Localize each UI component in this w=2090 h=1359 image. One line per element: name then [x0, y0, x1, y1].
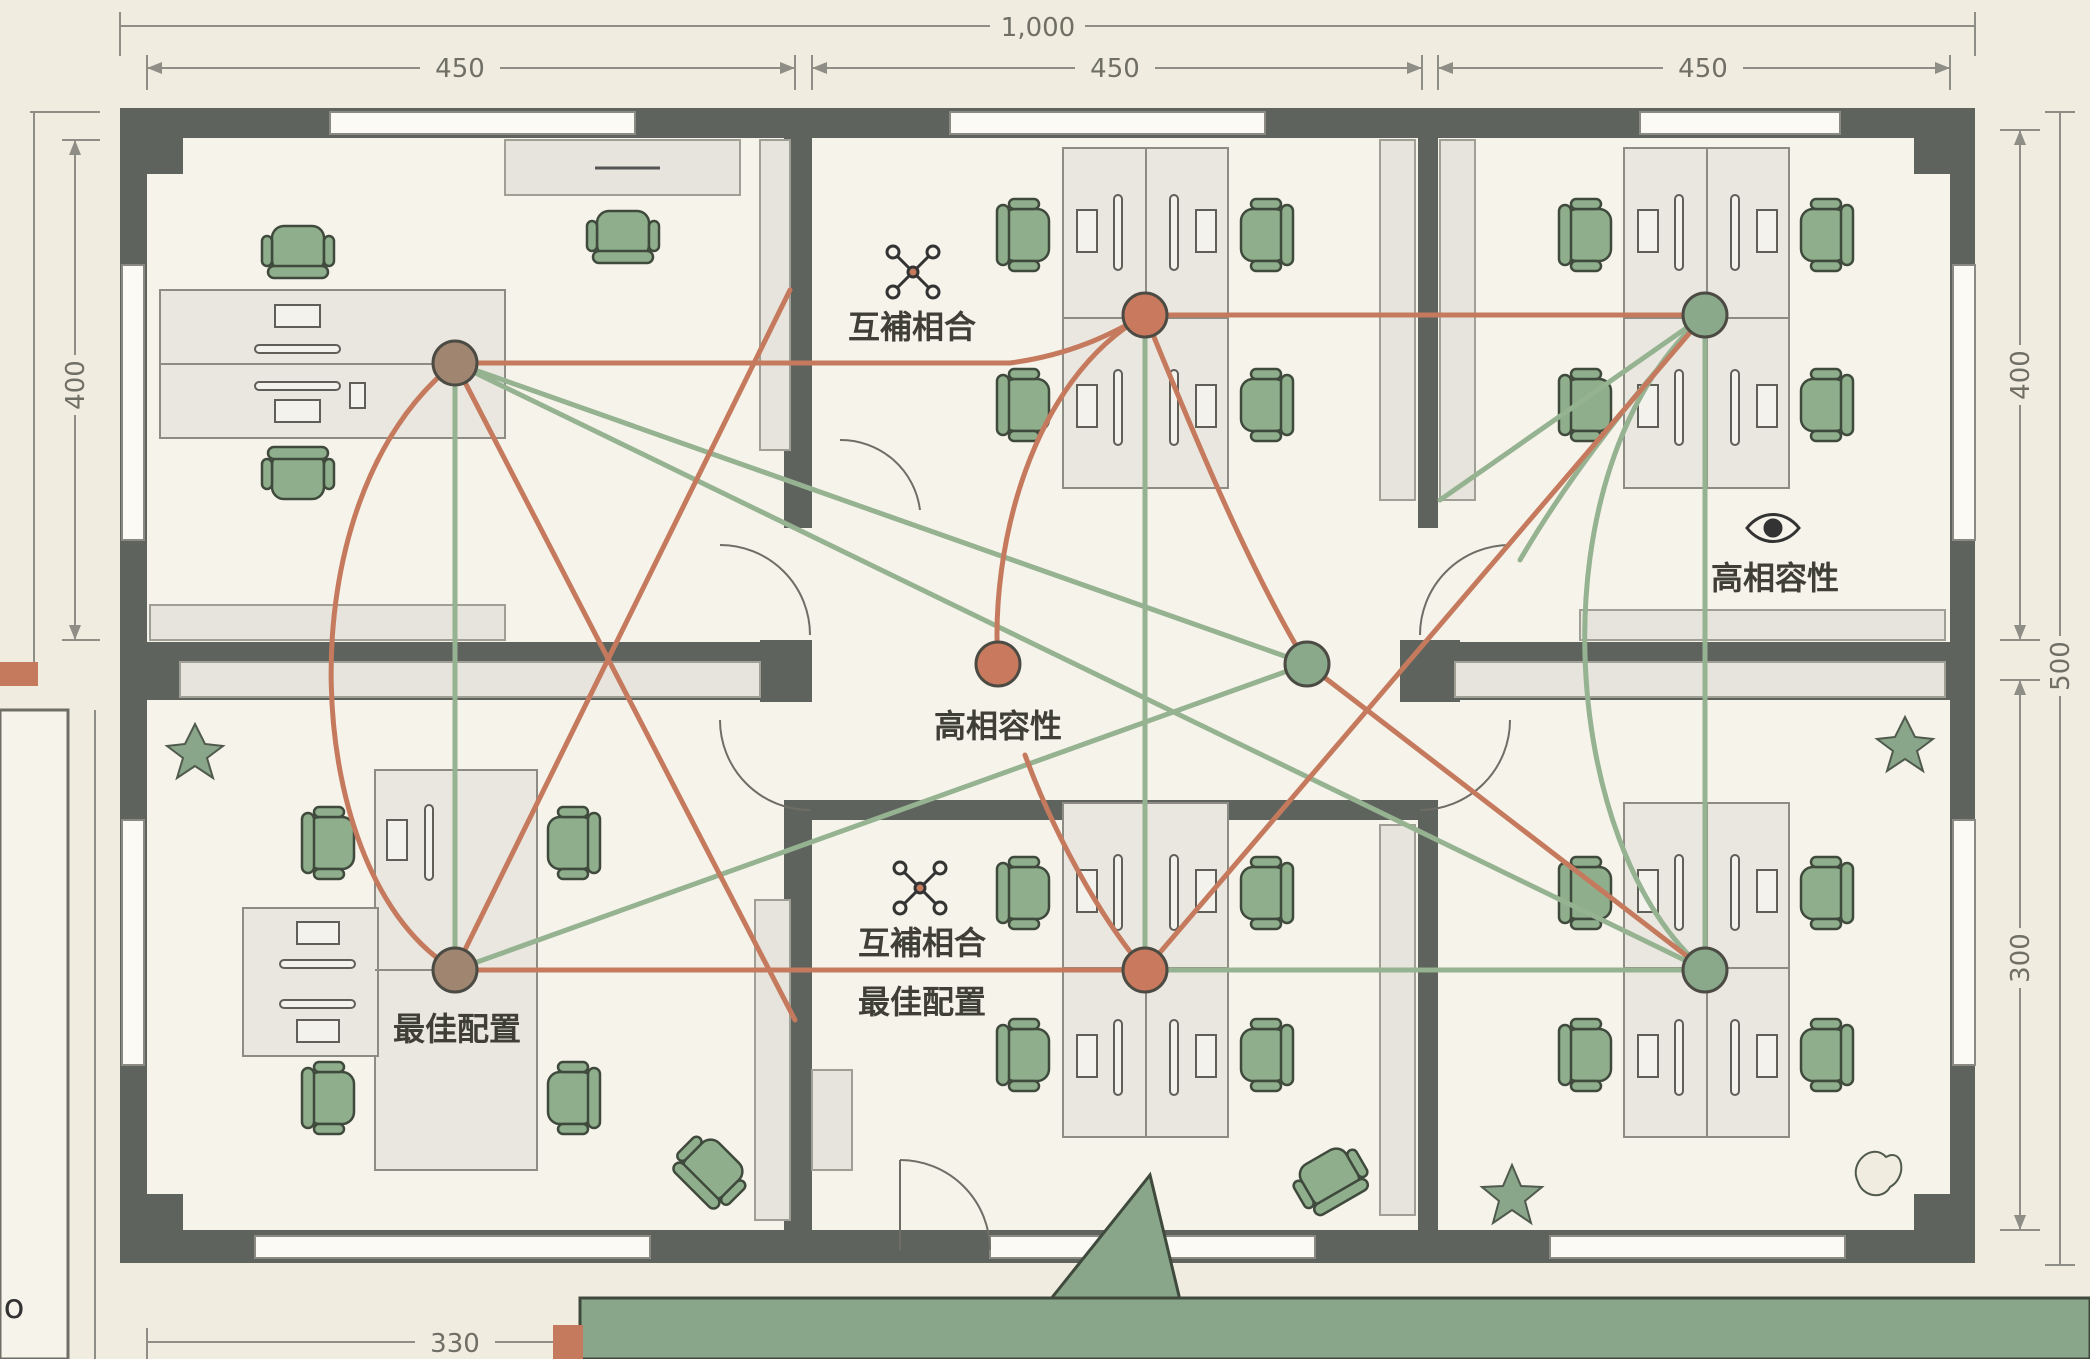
label-complementary-top: 互補相合 — [848, 308, 976, 346]
chair-icon — [1799, 197, 1855, 273]
right-height-top-label-bg — [2003, 345, 2037, 405]
node-bottom-left — [431, 946, 479, 994]
chair-icon — [300, 805, 356, 881]
doors — [719, 438, 1511, 1251]
label-high-compat-center: 高相容性 — [934, 707, 1062, 745]
left-height-label: 400 — [61, 360, 91, 410]
chair-icon — [1557, 367, 1613, 443]
label-complementary-top-bg — [845, 305, 980, 347]
chair-icon — [1799, 367, 1855, 443]
chair-icon — [585, 209, 661, 265]
room-width-3-label-bg — [1663, 52, 1743, 84]
chair-icon — [1239, 367, 1295, 443]
label-best-config-left: 最佳配置 — [393, 1010, 521, 1048]
room-width-1-label-bg — [420, 52, 500, 84]
plants — [164, 714, 1936, 1226]
right-total-label-bg — [2045, 636, 2077, 696]
left-height-label-bg — [58, 355, 92, 415]
wall-shelving — [149, 139, 1946, 1221]
chair-icon — [1557, 1017, 1613, 1093]
chair-icon — [995, 197, 1051, 273]
node-top-left — [431, 339, 479, 387]
label-high-compat-center-bg — [930, 703, 1065, 745]
relationship-lines — [328, 287, 1708, 1023]
chair-icon — [1239, 197, 1295, 273]
plant-icon — [1479, 1162, 1545, 1226]
node-center-left — [974, 640, 1022, 688]
chair-icon — [672, 1135, 747, 1210]
bottom-partial-label: 330 — [430, 1329, 480, 1359]
chair-icon — [1799, 1017, 1855, 1093]
room-width-2-label-bg — [1075, 52, 1155, 84]
label-high-compat-right: 高相容性 — [1711, 559, 1839, 597]
label-best-config-center: 最佳配置 — [858, 983, 986, 1021]
node-bottom-center — [1121, 946, 1169, 994]
label-best-config-left-bg — [390, 1007, 525, 1049]
relationship-nodes — [431, 291, 1729, 994]
label-best-config-center-bg — [855, 980, 990, 1022]
overall-width-label-bg — [990, 10, 1085, 42]
left-edge-accent — [0, 662, 38, 686]
chairs — [260, 197, 1855, 1217]
label-complementary-bottom-bg — [855, 920, 990, 962]
left-edge-panel — [0, 708, 70, 1359]
chair-icon — [260, 224, 336, 280]
desk-items — [254, 194, 1778, 1096]
node-top-right — [1681, 291, 1729, 339]
central-corridor — [784, 525, 1438, 805]
label-complementary-bottom: 互補相合 — [858, 924, 986, 962]
room-width-1-label: 450 — [435, 54, 485, 84]
right-total-label: 500 — [2046, 641, 2076, 691]
chair-icon — [1239, 1017, 1295, 1093]
label-high-compat-right-bg — [1708, 555, 1843, 597]
chair-icon — [1292, 1147, 1370, 1217]
bottom-accent-block — [553, 1171, 2090, 1359]
chair-icon — [546, 1060, 602, 1136]
chair-icon — [1557, 197, 1613, 273]
chair-icon — [995, 855, 1051, 931]
room-width-3-label: 450 — [1678, 54, 1728, 84]
chair-icon — [546, 805, 602, 881]
edge-marker: o — [4, 1287, 25, 1327]
chair-icon — [995, 367, 1051, 443]
drone-network-icon — [885, 244, 941, 300]
node-center-right — [1283, 640, 1331, 688]
node-top-center — [1121, 291, 1169, 339]
bottom-partial-label-bg — [415, 1328, 495, 1359]
overall-width-label: 1,000 — [1001, 13, 1075, 43]
chair-icon — [1799, 855, 1855, 931]
chair-icon — [300, 1060, 356, 1136]
dimension-arrows — [69, 62, 2026, 1230]
plant-icon — [1854, 1150, 1903, 1197]
chair-icon — [1239, 855, 1295, 931]
windows — [121, 111, 1976, 1259]
drone-network-icon — [892, 860, 948, 916]
chair-icon — [995, 1017, 1051, 1093]
right-height-bottom-label: 300 — [2006, 933, 2036, 983]
right-height-bottom-label-bg — [2003, 928, 2037, 988]
chair-icon — [260, 445, 336, 501]
eye-icon — [1745, 513, 1801, 543]
room-width-2-label: 450 — [1090, 54, 1140, 84]
right-height-top-label: 400 — [2006, 350, 2036, 400]
plant-icon — [164, 721, 226, 781]
plant-icon — [1874, 714, 1936, 774]
node-bottom-right — [1681, 946, 1729, 994]
